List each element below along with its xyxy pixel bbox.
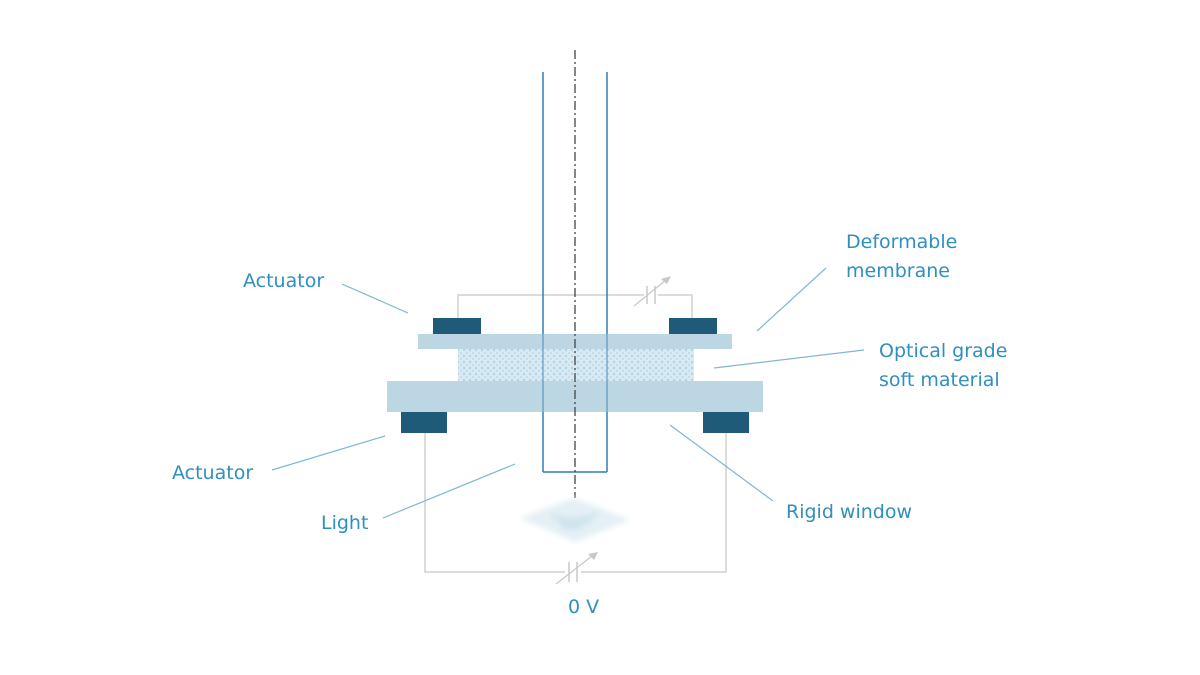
actuator-bottom-right [703,412,749,433]
upper-variable-capacitor [633,276,671,307]
actuator-top-right [669,318,717,334]
actuator-top-left [433,318,481,334]
soft-material-label-line2: soft material [879,369,1000,391]
membrane-label-line2: membrane [846,260,950,282]
actuator-bottom-label: Actuator [172,462,253,484]
soft-material-label-line1: Optical grade [879,340,1007,362]
rigid-window-label: Rigid window [786,501,912,523]
membrane-label-line1: Deformable [846,231,957,253]
leader-lines [271,267,865,519]
voltage-label: 0 V [568,596,599,618]
lower-variable-capacitor [555,552,598,585]
actuator-bottom-left [401,412,447,433]
soft-material [458,349,694,381]
light-label: Light [321,512,368,534]
light-spot [520,498,630,542]
actuator-top-label: Actuator [243,270,324,292]
